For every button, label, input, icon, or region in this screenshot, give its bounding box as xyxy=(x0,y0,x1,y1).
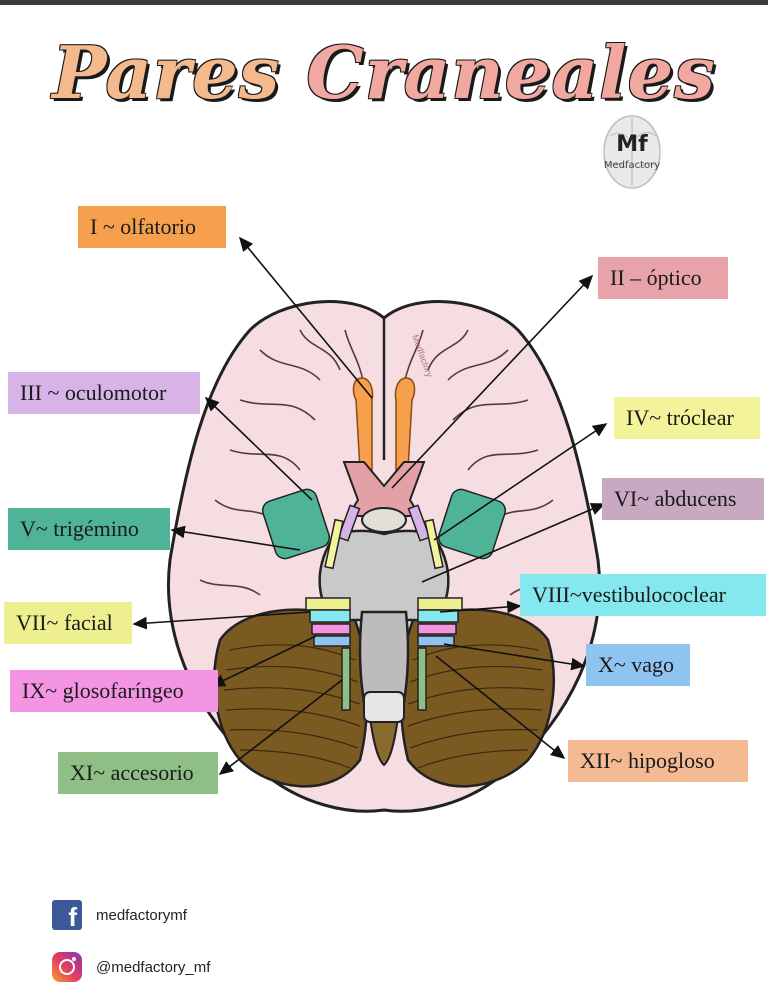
label-optico: II – óptico xyxy=(598,257,728,299)
pituitary xyxy=(362,508,406,532)
label-glosofaringeo: IX~ glosofaríngeo xyxy=(10,670,218,712)
facial-right xyxy=(418,598,462,610)
accessory-left xyxy=(342,648,350,710)
facebook-icon: f xyxy=(52,900,82,930)
instagram-row[interactable]: @medfactory_mf xyxy=(52,952,210,982)
accessory-right xyxy=(418,648,426,710)
vestibulocochlear-left xyxy=(310,610,350,622)
facial-left xyxy=(306,598,350,610)
label-trigemino: V~ trigémino xyxy=(8,508,170,550)
label-hipogloso: XII~ hipogloso xyxy=(568,740,748,782)
instagram-handle: @medfactory_mf xyxy=(96,959,210,976)
glossopharyngeal-right xyxy=(418,624,456,634)
instagram-icon xyxy=(52,952,82,982)
facebook-row[interactable]: f medfactorymf xyxy=(52,900,187,930)
label-olfatorio: I ~ olfatorio xyxy=(78,206,226,248)
label-vestibulococlear: VIII~vestibulococlear xyxy=(520,574,766,616)
spinal-cord xyxy=(364,692,404,722)
label-abducens: VI~ abducens xyxy=(602,478,764,520)
label-oculomotor: III ~ oculomotor xyxy=(8,372,200,414)
label-accesorio: XI~ accesorio xyxy=(58,752,218,794)
facebook-handle: medfactorymf xyxy=(96,907,187,924)
label-troclear: IV~ tróclear xyxy=(614,397,760,439)
vagus-left xyxy=(314,636,350,646)
label-facial: VII~ facial xyxy=(4,602,132,644)
glossopharyngeal-left xyxy=(312,624,350,634)
label-vago: X~ vago xyxy=(586,644,690,686)
